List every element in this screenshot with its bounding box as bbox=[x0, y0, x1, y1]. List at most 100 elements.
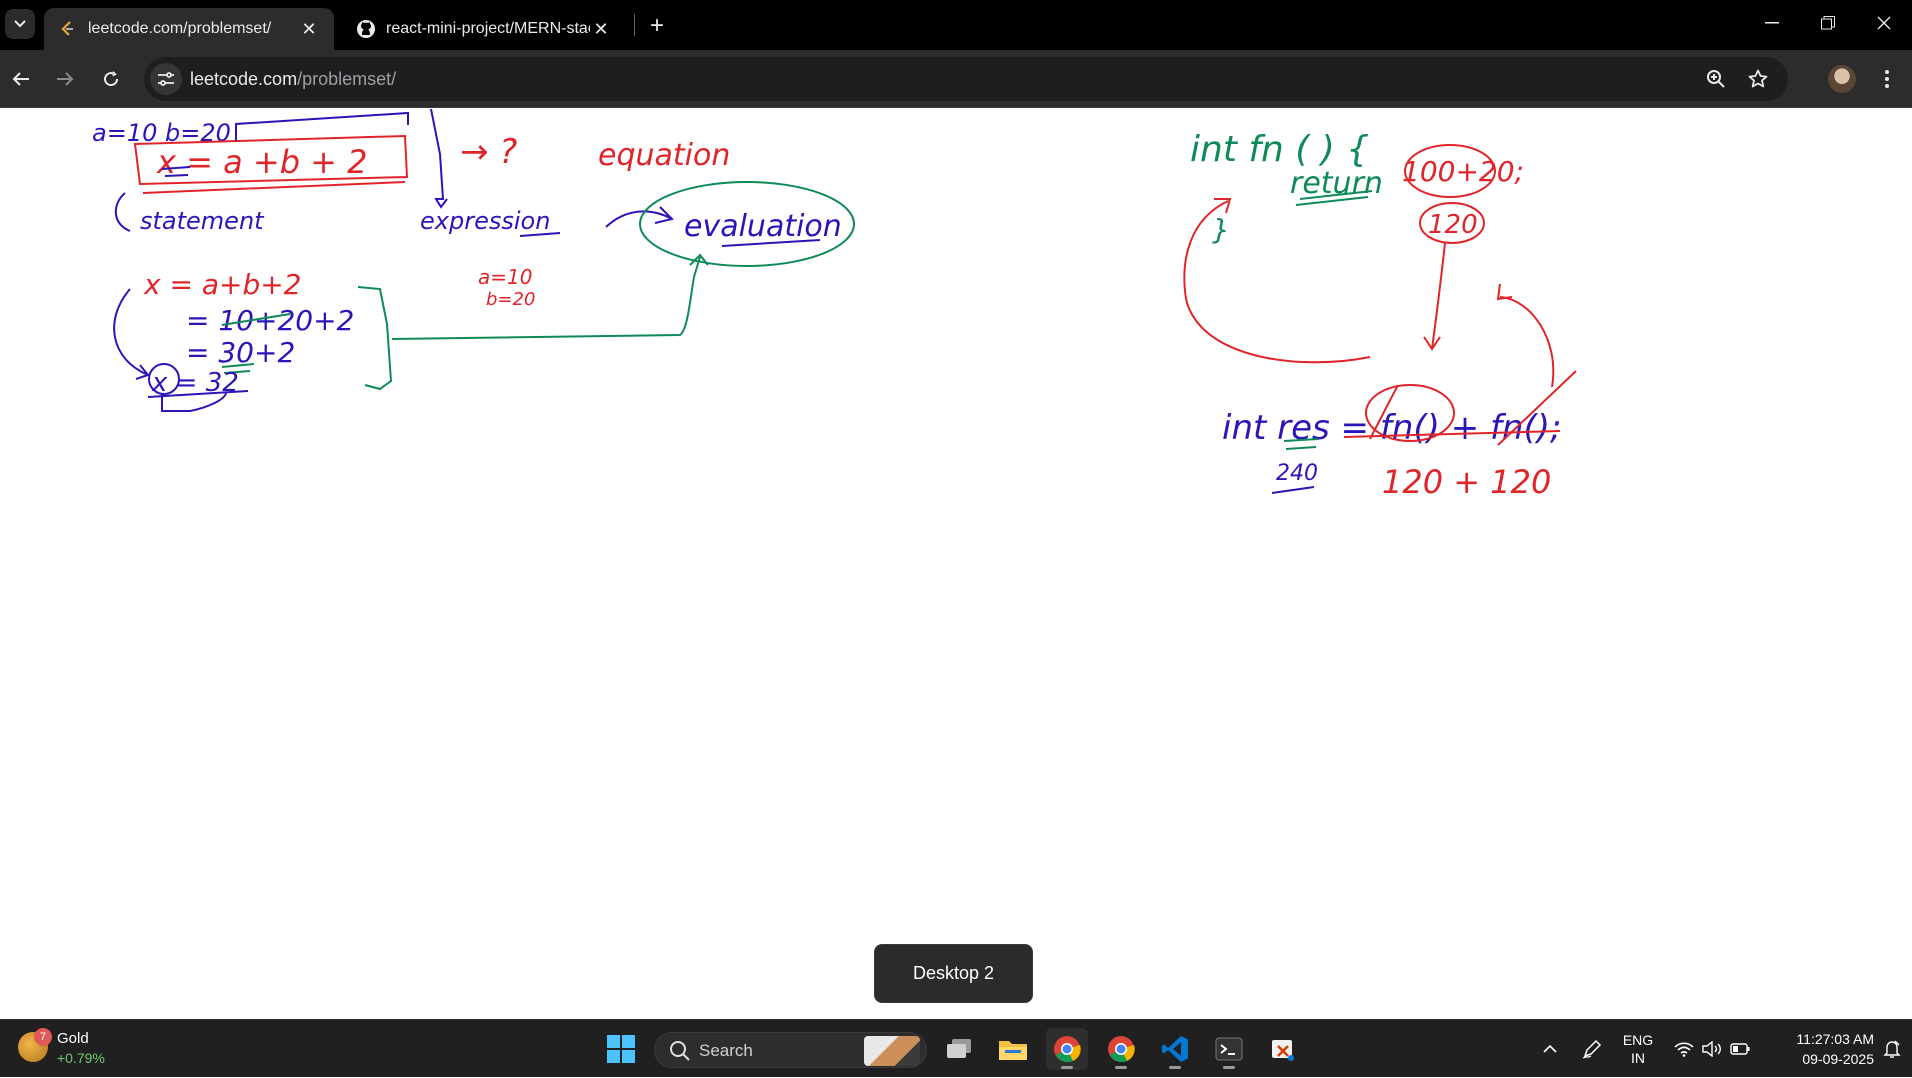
step2-text: = 10+20+2 bbox=[186, 304, 354, 337]
chevron-up-icon bbox=[1543, 1045, 1557, 1053]
close-icon[interactable]: ✕ bbox=[301, 18, 317, 39]
step2-strike bbox=[221, 313, 291, 326]
leetcode-icon bbox=[58, 19, 78, 39]
snipping-tool-button[interactable] bbox=[1262, 1028, 1304, 1070]
chrome-button-1[interactable] bbox=[1046, 1028, 1088, 1070]
url-text[interactable]: leetcode.com/problemset/ bbox=[190, 69, 396, 90]
browser-menu-button[interactable] bbox=[1872, 62, 1902, 96]
zoom-icon[interactable] bbox=[1704, 67, 1728, 91]
widget-change: +0.79% bbox=[57, 1050, 105, 1066]
expression-bracket bbox=[235, 109, 448, 209]
statement-box-text: x = a +b + 2 bbox=[156, 143, 368, 181]
sum-line: 120 + 120 bbox=[1382, 463, 1551, 501]
snipping-tool-icon bbox=[1272, 1040, 1294, 1061]
tab-strip: leetcode.com/problemset/ ✕ react-mini-pr… bbox=[0, 0, 1912, 50]
statement-arrow bbox=[114, 192, 131, 232]
terminal-button[interactable] bbox=[1208, 1028, 1250, 1070]
res-underline bbox=[1343, 430, 1561, 438]
bookmark-star-icon[interactable] bbox=[1746, 67, 1770, 91]
reload-button[interactable] bbox=[94, 62, 128, 96]
chrome-button-2[interactable] bbox=[1100, 1028, 1142, 1070]
taskbar-search[interactable]: Search bbox=[654, 1032, 927, 1068]
github-icon bbox=[356, 19, 376, 39]
vscode-button[interactable] bbox=[1154, 1028, 1196, 1070]
func-signature: int fn ( ) { bbox=[1190, 129, 1369, 170]
vars-mid-a: a=10 bbox=[478, 265, 532, 289]
return-expr-circle bbox=[1404, 144, 1496, 198]
evaluation-underline bbox=[721, 239, 821, 247]
start-button[interactable] bbox=[600, 1028, 642, 1070]
wifi-icon bbox=[1674, 1042, 1694, 1057]
tab-title: leetcode.com/problemset/ bbox=[88, 20, 272, 37]
return-arrow bbox=[1423, 242, 1446, 351]
notifications-button[interactable] bbox=[1878, 1020, 1906, 1078]
volume-icon bbox=[1702, 1041, 1721, 1057]
quick-settings-button[interactable] bbox=[1672, 1020, 1752, 1078]
file-explorer-button[interactable] bbox=[992, 1028, 1034, 1070]
res-var-underline bbox=[1283, 438, 1319, 450]
statement-label: statement bbox=[140, 207, 265, 235]
tab-search-button[interactable] bbox=[5, 9, 35, 39]
restore-button[interactable] bbox=[1800, 0, 1856, 46]
expression-label: expression bbox=[420, 207, 550, 235]
show-hidden-icons-button[interactable] bbox=[1536, 1020, 1564, 1078]
evaluation-label: evaluation bbox=[684, 209, 842, 244]
forward-button[interactable] bbox=[48, 62, 82, 96]
windows-logo-icon bbox=[607, 1035, 635, 1063]
notification-bell-icon bbox=[1883, 1040, 1901, 1058]
minimize-icon bbox=[1765, 22, 1779, 24]
tab-leetcode[interactable]: leetcode.com/problemset/ ✕ bbox=[44, 8, 334, 50]
task-view-icon bbox=[947, 1039, 971, 1058]
vars-mid-b: b=20 bbox=[486, 289, 535, 310]
search-highlight-image bbox=[864, 1036, 920, 1066]
expression-underline bbox=[519, 232, 561, 237]
task-view-button[interactable] bbox=[938, 1028, 980, 1070]
expression-to-evaluation-arrow bbox=[605, 206, 674, 228]
close-icon[interactable]: ✕ bbox=[593, 18, 609, 39]
back-button[interactable] bbox=[4, 62, 38, 96]
second-call-arrow bbox=[1496, 283, 1555, 388]
widget-name: Gold bbox=[57, 1030, 89, 1047]
step3-underline bbox=[221, 363, 255, 374]
back-arrow-icon bbox=[12, 72, 29, 86]
steps-bracket bbox=[357, 286, 393, 391]
res-value: 240 bbox=[1276, 461, 1318, 486]
restore-icon bbox=[1821, 16, 1835, 30]
first-call-circle bbox=[1365, 384, 1455, 442]
browser-toolbar: leetcode.com/problemset/ bbox=[0, 50, 1912, 108]
search-label: Search bbox=[699, 1041, 753, 1060]
kebab-menu-icon bbox=[1885, 70, 1889, 88]
chrome-icon bbox=[1108, 1036, 1135, 1063]
address-bar[interactable]: leetcode.com/problemset/ bbox=[144, 57, 1788, 101]
return-expression: 100+20; bbox=[1402, 155, 1524, 188]
new-tab-button[interactable]: + bbox=[649, 12, 664, 39]
lang-line1: ENG bbox=[1622, 1032, 1654, 1048]
equation-label: equation bbox=[598, 138, 730, 173]
forward-arrow-icon bbox=[57, 72, 74, 86]
clock-time: 11:27:03 AM bbox=[1796, 1031, 1874, 1047]
res-line: int res = fn() + fn(); bbox=[1222, 408, 1562, 448]
lang-line2: IN bbox=[1631, 1050, 1645, 1066]
market-widget[interactable]: 7 Gold +0.79% bbox=[18, 1028, 128, 1072]
arrow-question-text: → ? bbox=[460, 132, 517, 172]
terminal-icon bbox=[1215, 1037, 1243, 1061]
assignment-loop bbox=[161, 392, 227, 412]
folder-icon bbox=[999, 1041, 1027, 1060]
tab-github[interactable]: react-mini-project/MERN-stack ✕ bbox=[342, 8, 626, 50]
return-underline bbox=[1295, 190, 1373, 206]
call-arrow bbox=[1183, 198, 1371, 364]
site-info-icon[interactable] bbox=[150, 63, 182, 95]
battery-icon bbox=[1730, 1043, 1750, 1055]
profile-avatar[interactable] bbox=[1828, 65, 1856, 93]
system-clock[interactable]: 11:27:03 AM 09-09-2025 bbox=[1762, 1029, 1874, 1069]
close-brace: } bbox=[1212, 213, 1230, 246]
res-value-underline bbox=[1271, 486, 1315, 494]
minimize-button[interactable] bbox=[1744, 0, 1800, 46]
whiteboard-canvas[interactable]: a=10 b=20 x = a +b + 2 → ? equation stat… bbox=[0, 109, 1912, 1019]
step4-underline bbox=[147, 390, 249, 398]
pen-icon bbox=[1582, 1039, 1602, 1059]
pen-menu-button[interactable] bbox=[1578, 1020, 1606, 1078]
step3-text: = 30+2 bbox=[186, 336, 295, 369]
close-window-button[interactable] bbox=[1856, 0, 1912, 46]
input-language-button[interactable]: ENG IN bbox=[1616, 1031, 1660, 1067]
